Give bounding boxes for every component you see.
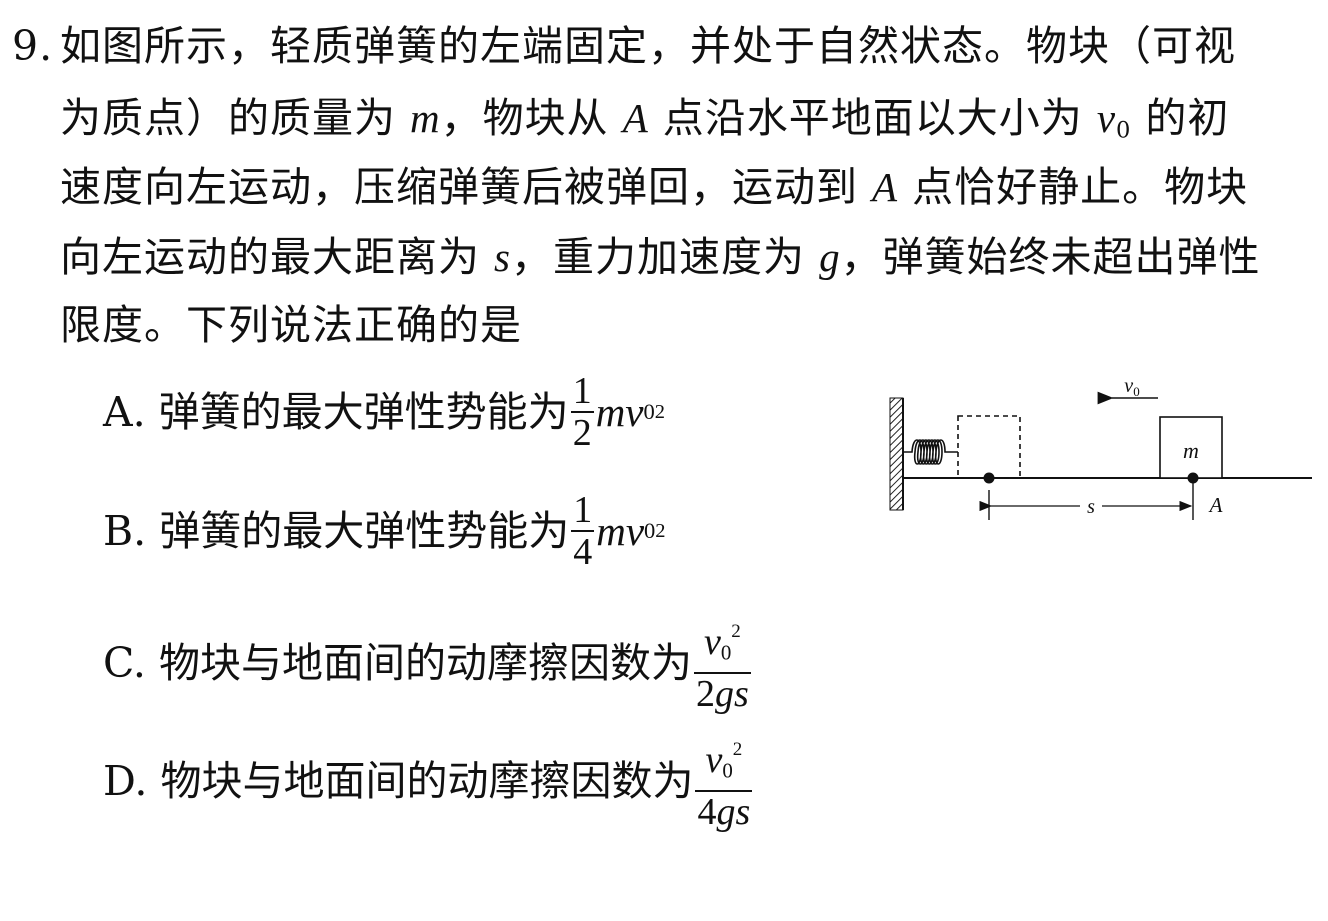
velocity-subscript: 0 <box>722 758 733 783</box>
velocity-symbol: v <box>625 508 645 554</box>
gravity-symbol: g <box>714 673 734 716</box>
spring <box>903 439 958 465</box>
gravity-symbol: g <box>819 234 841 280</box>
option-c-label: C. 物块与地面间的动摩擦因数为 <box>103 639 692 688</box>
option-d-formula: v02 4gs <box>693 730 754 832</box>
mass-symbol: m <box>596 508 626 554</box>
point-a-label: A <box>1208 493 1223 517</box>
exponent: 2 <box>731 621 741 642</box>
question-text: 为质点）的质量为 <box>60 94 411 142</box>
option-c-formula: v02 2gs <box>692 612 753 714</box>
question-number: 9. <box>12 22 54 70</box>
option-d[interactable]: D. 物块与地面间的动摩擦因数为 v02 4gs <box>103 730 754 832</box>
question-text: ，弹簧始终未超出弹性 <box>840 233 1261 281</box>
question-text: 如图所示，轻质弹簧的左端固定，并处于自然状态。物块（可视 <box>60 22 1236 70</box>
fraction-numerator: 1 <box>572 370 592 412</box>
distance-symbol: s <box>733 673 749 716</box>
question-line-1: 如图所示，轻质弹簧的左端固定，并处于自然状态。物块（可视 <box>60 22 1236 70</box>
fraction-denominator: 4gs <box>695 790 753 834</box>
velocity-symbol: v <box>625 389 644 435</box>
question-text: ，物块从 <box>440 94 623 142</box>
block-label: m <box>1183 438 1199 463</box>
fraction: v02 2gs <box>693 612 751 716</box>
question-line-2: 为质点）的质量为 m，物块从 A 点沿水平地面以大小为 v0 的初 <box>60 94 1229 155</box>
velocity-symbol: v <box>703 621 721 664</box>
question-line-3: 速度向左运动，压缩弹簧后被弹回，运动到 A 点恰好静止。物块 <box>60 163 1248 211</box>
compressed-position-block <box>957 415 1021 479</box>
velocity-subscript: 0 <box>1116 117 1132 144</box>
velocity-symbol: v <box>705 739 723 782</box>
question-text: 点沿水平地面以大小为 <box>648 94 1097 142</box>
velocity-symbol: v <box>1096 95 1117 141</box>
point-symbol: A <box>872 164 899 210</box>
velocity-subscript: 0 <box>644 518 656 543</box>
velocity-subscript: 0 <box>643 399 655 424</box>
option-a-label: A. 弹簧的最大弹性势能为 <box>103 388 569 436</box>
fraction: 1 2 <box>570 370 594 454</box>
velocity-label: v0 <box>1124 375 1139 399</box>
distance-symbol: s <box>735 791 751 834</box>
exponent: 2 <box>654 401 666 423</box>
option-d-label: D. 物块与地面间的动摩擦因数为 <box>103 757 694 806</box>
question-text: 速度向左运动，压缩弹簧后被弹回，运动到 <box>60 163 873 211</box>
fraction: v02 4gs <box>695 730 753 834</box>
mass-symbol: m <box>595 389 626 435</box>
exponent: 2 <box>732 739 743 760</box>
wall <box>889 397 904 511</box>
question-line-4: 向左运动的最大距离为 s，重力加速度为 g，弹簧始终未超出弹性 <box>60 233 1261 281</box>
coefficient: 2 <box>695 673 715 716</box>
question-line-5: 限度。下列说法正确的是 <box>60 301 522 349</box>
option-c[interactable]: C. 物块与地面间的动摩擦因数为 v02 2gs <box>103 612 753 714</box>
question-text: 的初 <box>1131 94 1230 142</box>
fraction: 1 4 <box>571 489 595 573</box>
fraction-denominator: 2 <box>570 411 594 454</box>
question-text: 点恰好静止。物块 <box>898 163 1249 211</box>
coefficient: 4 <box>697 791 717 834</box>
gravity-symbol: g <box>716 791 736 834</box>
question-text: 向左运动的最大距离为 <box>60 233 495 281</box>
fraction-numerator: v02 <box>702 612 743 672</box>
distance-label: s <box>1087 496 1095 518</box>
question-text: 限度。下列说法正确的是 <box>60 301 522 349</box>
distance-symbol: s <box>494 234 512 280</box>
left-turning-point <box>983 472 995 484</box>
spring-block-diagram: m v0 s A <box>889 375 1312 520</box>
question-text: ，重力加速度为 <box>511 233 820 281</box>
fraction-denominator: 4 <box>571 530 595 573</box>
block <box>1159 416 1223 479</box>
exponent: 2 <box>655 520 666 542</box>
point-symbol: A <box>622 95 649 141</box>
fraction-numerator: 1 <box>573 489 593 531</box>
fraction-denominator: 2gs <box>693 672 751 716</box>
fraction-numerator: v02 <box>703 730 744 790</box>
option-b-label: B. 弹簧的最大弹性势能为 <box>103 507 570 555</box>
velocity-subscript: 0 <box>720 640 732 665</box>
mass-symbol: m <box>410 95 441 141</box>
